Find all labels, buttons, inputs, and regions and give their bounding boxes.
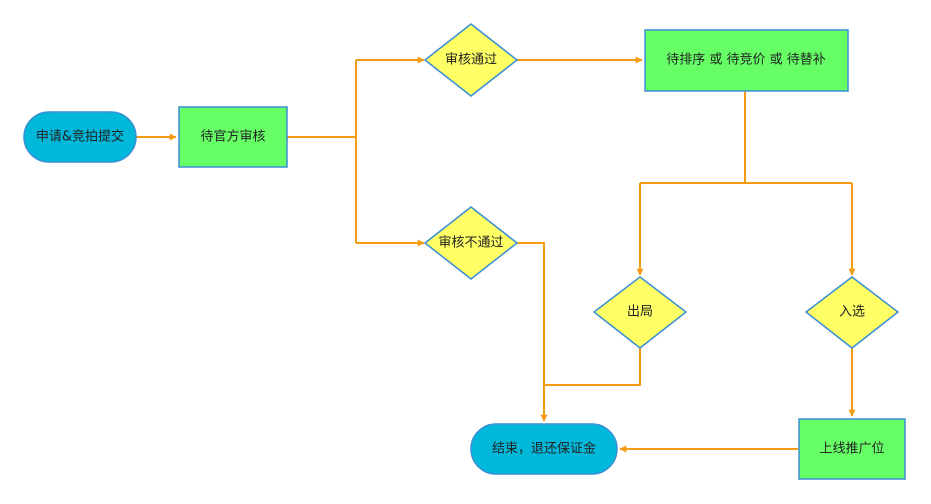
node-online-promo: 上线推广位 xyxy=(798,418,906,480)
node-start: 申请&竞拍提交 xyxy=(23,111,137,163)
node-review-failed-label: 审核不通过 xyxy=(438,236,503,251)
edge-out-to-end xyxy=(544,348,641,386)
node-review-passed-shape xyxy=(423,23,519,97)
node-selected-shape xyxy=(804,276,900,349)
node-out: 出局 xyxy=(592,276,688,349)
node-end-shape xyxy=(470,423,618,475)
node-pending-queue: 待排序 或 待竞价 或 待替补 xyxy=(644,29,849,92)
edge-review-failed-to-end xyxy=(517,242,548,422)
node-out-label: 出局 xyxy=(627,305,653,320)
node-out-shape xyxy=(592,276,688,349)
node-pending-review-label: 待官方审核 xyxy=(200,129,265,145)
node-pending-queue-label: 待排序 或 待竞价 或 待替补 xyxy=(666,52,826,68)
node-pending-review: 待官方审核 xyxy=(178,106,288,168)
node-review-passed-label: 审核通过 xyxy=(445,53,497,68)
node-review-passed: 审核通过 xyxy=(423,23,519,97)
node-pending-review-shape xyxy=(178,106,288,168)
node-selected: 入选 xyxy=(804,276,900,349)
node-end: 结束，退还保证金 xyxy=(470,423,618,475)
edges xyxy=(136,56,856,453)
node-online-promo-label: 上线推广位 xyxy=(819,442,884,457)
node-review-failed-shape xyxy=(423,206,519,280)
node-review-failed: 审核不通过 xyxy=(423,206,519,280)
node-selected-label: 入选 xyxy=(839,305,865,320)
node-end-label: 结束，退还保证金 xyxy=(492,441,596,457)
node-online-promo-shape xyxy=(798,418,906,480)
node-start-label: 申请&竞拍提交 xyxy=(36,129,124,145)
node-start-shape xyxy=(23,111,137,163)
node-pending-queue-shape xyxy=(644,29,849,92)
